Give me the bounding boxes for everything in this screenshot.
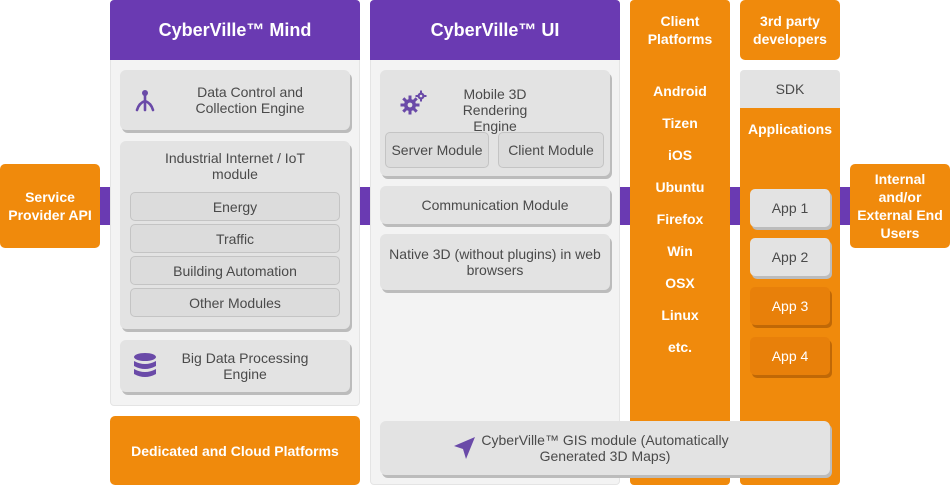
iot-title: Industrial Internet / IoT module	[164, 150, 306, 182]
client-module: Client Module	[498, 132, 604, 168]
communication-module-label: Communication Module	[421, 197, 569, 213]
platform-linux: Linux	[661, 307, 699, 323]
communication-module-card: Communication Module	[380, 186, 610, 224]
module-other-label: Other Modules	[189, 294, 281, 311]
big-data-card: Big Data Processing Engine	[120, 340, 350, 392]
rendering-engine-label: Mobile 3D Rendering Engine	[462, 86, 528, 134]
platform-etc: etc.	[667, 339, 693, 355]
platform-tizen: Tizen	[662, 115, 698, 131]
iot-card: Industrial Internet / IoT module Energy …	[120, 141, 350, 329]
module-traffic-label: Traffic	[215, 230, 255, 247]
end-users-label: Internal and/or External End Users	[857, 171, 943, 241]
rendering-engine-card: Mobile 3D Rendering Engine Server Module…	[380, 70, 610, 176]
app-4-button[interactable]: App 4	[750, 337, 830, 375]
data-control-label: Data Control and Collection Engine	[195, 84, 305, 116]
gis-module-card: CyberVille™ GIS module (Automatically Ge…	[380, 421, 830, 475]
module-building-automation-label: Building Automation	[173, 262, 297, 279]
dedicated-cloud-label: Dedicated and Cloud Platforms	[131, 442, 339, 459]
connector-mind-ui	[359, 187, 372, 225]
native3d-label: Native 3D (without plugins) in web brows…	[389, 246, 601, 278]
app-4-label: App 4	[771, 348, 809, 364]
connector-platforms-thirdparty	[729, 187, 741, 225]
app-3-label: App 3	[771, 298, 809, 314]
app-3-button[interactable]: App 3	[750, 287, 830, 325]
service-provider-api-label: Service Provider API	[8, 189, 92, 223]
platform-ubuntu: Ubuntu	[655, 179, 705, 195]
sdk-label: SDK	[775, 81, 805, 97]
module-building-automation: Building Automation	[130, 256, 340, 285]
platform-ios: iOS	[667, 147, 693, 163]
connector-thirdparty-users	[839, 187, 851, 225]
module-traffic: Traffic	[130, 224, 340, 253]
gis-module-label: CyberVille™ GIS module (Automatically Ge…	[481, 432, 729, 464]
module-energy-label: Energy	[212, 198, 258, 215]
navigation-arrow-icon	[452, 435, 478, 461]
app-2-label: App 2	[771, 249, 809, 265]
server-module-label: Server Module	[391, 142, 483, 158]
big-data-label: Big Data Processing Engine	[181, 350, 309, 382]
ui-title: CyberVille™ UI	[430, 19, 560, 40]
platform-android: Android	[653, 83, 707, 99]
gears-icon	[400, 90, 428, 116]
client-platforms-title: Client Platforms	[647, 13, 713, 47]
data-control-card: Data Control and Collection Engine	[120, 70, 350, 130]
platform-firefox: Firefox	[656, 211, 704, 227]
platform-osx: OSX	[665, 275, 695, 291]
server-module: Server Module	[385, 132, 489, 168]
third-party-title: 3rd party developers	[753, 13, 827, 47]
native3d-card: Native 3D (without plugins) in web brows…	[380, 234, 610, 290]
database-icon	[132, 352, 158, 380]
connector-api-mind	[100, 187, 112, 225]
dedicated-cloud-platforms: Dedicated and Cloud Platforms	[110, 416, 360, 485]
network-tree-icon	[132, 88, 158, 114]
app-1-label: App 1	[771, 200, 809, 216]
applications-title: Applications	[747, 121, 832, 137]
ui-header: CyberVille™ UI	[370, 0, 620, 60]
service-provider-api: Service Provider API	[0, 164, 100, 248]
app-1-button[interactable]: App 1	[750, 189, 830, 227]
sdk-box: SDK	[740, 70, 840, 108]
client-platforms-column: Client Platforms Android Tizen iOS Ubunt…	[630, 0, 730, 485]
module-other: Other Modules	[130, 288, 340, 317]
platform-win: Win	[667, 243, 693, 259]
app-2-button[interactable]: App 2	[750, 238, 830, 276]
mind-title: CyberVille™ Mind	[158, 19, 312, 40]
module-energy: Energy	[130, 192, 340, 221]
connector-ui-platforms	[619, 187, 631, 225]
client-module-label: Client Module	[508, 142, 594, 158]
mind-header: CyberVille™ Mind	[110, 0, 360, 60]
third-party-header: 3rd party developers	[740, 0, 840, 60]
end-users: Internal and/or External End Users	[850, 164, 950, 248]
